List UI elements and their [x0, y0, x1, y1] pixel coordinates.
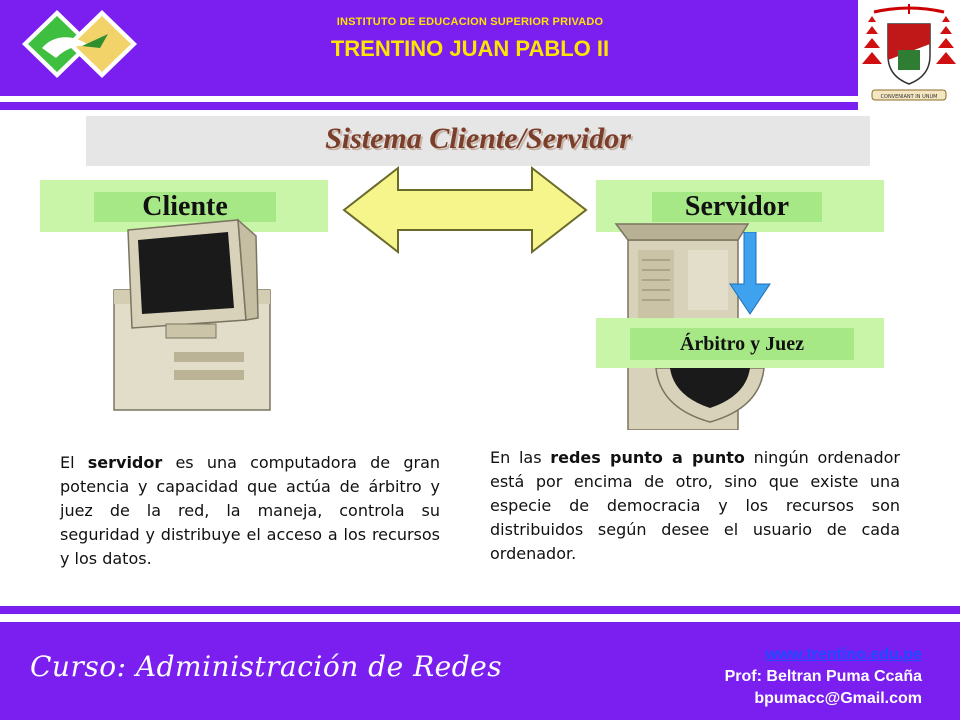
client-label: Cliente: [94, 192, 276, 222]
down-arrow-icon: [729, 232, 771, 315]
arbiter-label: Árbitro y Juez: [630, 328, 854, 360]
archbishop-crest: CONVENIANT IN UNUM: [858, 0, 960, 112]
double-arrow-icon: [342, 165, 588, 255]
server-description-bold: servidor: [87, 453, 163, 472]
website-link[interactable]: www.trentino.edu.pe: [765, 646, 922, 663]
institute-title: TRENTINO JUAN PABLO II: [330, 36, 610, 61]
footer-top-line: [0, 606, 960, 614]
client-computer-icon: [113, 218, 271, 411]
institute-logo-icon: [22, 10, 137, 78]
p2p-description: En las redes punto a punto ningún ordena…: [490, 446, 900, 566]
professor-name: Prof: Beltran Puma Ccaña: [724, 668, 922, 685]
server-label: Servidor: [652, 192, 822, 222]
footer: [0, 622, 960, 720]
p2p-description-text-2: ningún ordenador está por encima de otro…: [490, 448, 900, 563]
p2p-description-bold: redes punto a punto: [550, 448, 745, 467]
slide-title: Sistema Cliente/Servidor: [325, 122, 631, 155]
header: INSTITUTO DE EDUCACION SUPERIOR PRIVADO …: [0, 0, 960, 112]
title-bar: [86, 116, 870, 166]
p2p-description-text-1: En las: [490, 448, 551, 467]
footer-divider: [0, 614, 960, 622]
server-base-icon: [655, 368, 765, 423]
header-underline: [0, 102, 858, 110]
footer-contact: www.trentino.edu.pe Prof: Beltran Puma C…: [725, 644, 922, 710]
server-description: El servidor es una computadora de gran p…: [60, 451, 440, 571]
institute-subtitle: INSTITUTO DE EDUCACION SUPERIOR PRIVADO: [336, 16, 604, 28]
crest-motto: CONVENIANT IN UNUM: [881, 94, 938, 100]
professor-email: bpumacc@Gmail.com: [754, 690, 922, 707]
server-description-text-2: es una computadora de gran potencia y ca…: [60, 453, 441, 568]
header-divider: [0, 96, 858, 102]
crest-icon: CONVENIANT IN UNUM: [862, 4, 956, 101]
server-description-text-1: El: [60, 453, 88, 472]
course-name: Curso: Administración de Redes: [30, 650, 503, 683]
header-band: [0, 0, 858, 96]
